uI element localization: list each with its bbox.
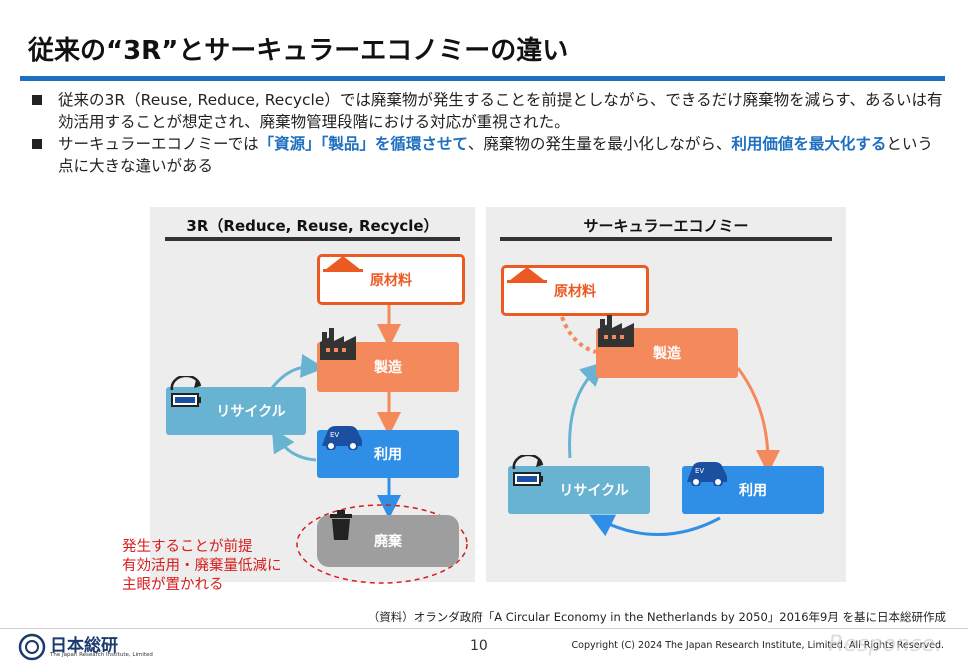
- bullet-text-2-pre: サーキュラーエコノミーでは: [58, 135, 259, 153]
- company-logo-icon: [18, 633, 46, 661]
- left-waste-label: 廃棄: [374, 534, 402, 550]
- arrow-use-to-recycle: [271, 427, 317, 462]
- note-line-3: 主眼が置かれる: [122, 577, 224, 593]
- arrow-recycle-to-make: [270, 354, 325, 389]
- battery-recycle-icon: [170, 376, 202, 407]
- svg-text:EV: EV: [695, 467, 704, 475]
- bullet-text-1: 従来の3R（Reuse, Reduce, Recycle）では廃棄物が発生するこ…: [58, 91, 943, 131]
- factory-icon: [320, 328, 356, 360]
- bullet-text-2-mid: 、廃棄物の発生量を最小化しながら、: [467, 135, 732, 153]
- arrow-raw-to-make-dotted: [560, 316, 597, 354]
- ev-car-icon: EV: [687, 462, 727, 486]
- bullet-item-1: 従来の3R（Reuse, Reduce, Recycle）では廃棄物が発生するこ…: [30, 89, 945, 133]
- right-manufacturing-label: 製造: [653, 346, 681, 362]
- svg-text:EV: EV: [330, 431, 339, 439]
- title-underline: [20, 76, 945, 81]
- battery-recycle-icon: [512, 455, 544, 486]
- bullet-square-icon: [32, 95, 42, 105]
- source-citation: （資料）オランダ政府「A Circular Economy in the Net…: [367, 610, 946, 624]
- footer-divider: [0, 628, 968, 629]
- left-use-label: 利用: [374, 447, 402, 463]
- bullet-highlight-circulate: 「資源」「製品」を循環させて: [258, 135, 468, 153]
- arrow-use-to-recycle-circular: [589, 514, 721, 537]
- arrow-make-to-use-circular: [736, 367, 780, 474]
- slide-title: 従来の“3R”とサーキュラーエコノミーの違い: [28, 36, 569, 66]
- left-raw-material-label: 原材料: [370, 272, 412, 289]
- left-recycle-label: リサイクル: [216, 404, 286, 420]
- left-manufacturing-label: 製造: [374, 360, 402, 376]
- panel-3r-heading: 3R（Reduce, Reuse, Recycle）: [186, 217, 439, 235]
- right-raw-material-label: 原材料: [554, 283, 596, 300]
- bullet-item-2: サーキュラーエコノミーでは「資源」「製品」を循環させて、廃棄物の発生量を最小化し…: [30, 133, 945, 177]
- note-line-1: 発生することが前提: [122, 539, 253, 555]
- company-logo-text: 日本総研: [50, 636, 118, 656]
- raw-material-pile-icon: [323, 256, 363, 272]
- copyright-notice: Copyright (C) 2024 The Japan Research In…: [571, 640, 944, 651]
- ev-car-icon: EV: [322, 426, 362, 450]
- right-recycle-label: リサイクル: [559, 483, 629, 499]
- bullet-highlight-maximize: 利用価値を最大化する: [731, 135, 887, 153]
- bullet-list: 従来の3R（Reuse, Reduce, Recycle）では廃棄物が発生するこ…: [30, 89, 945, 177]
- factory-icon: [598, 315, 634, 347]
- panel-circular-heading: サーキュラーエコノミー: [583, 217, 749, 235]
- arrow-recycle-to-make-circular: [568, 361, 605, 459]
- watermark-logo: Response.: [828, 632, 942, 657]
- waste-highlight-ellipse: [296, 504, 468, 584]
- panel-circular-heading-rule: [500, 237, 832, 241]
- page-number: 10: [470, 638, 488, 654]
- note-line-2: 有効活用・廃棄量低減に: [122, 558, 282, 574]
- panel-3r-heading-rule: [165, 237, 460, 241]
- raw-material-pile-icon: [507, 267, 547, 283]
- right-use-label: 利用: [739, 483, 767, 499]
- waste-premise-note: 発生することが前提 有効活用・廃棄量低減に 主眼が置かれる: [122, 538, 282, 595]
- bullet-text-2-post: という点に大きな違いがある: [58, 135, 933, 175]
- trash-can-icon: [330, 510, 352, 540]
- company-logo-subtext: The Japan Research Institute, Limited: [50, 652, 153, 658]
- bullet-square-icon: [32, 139, 42, 149]
